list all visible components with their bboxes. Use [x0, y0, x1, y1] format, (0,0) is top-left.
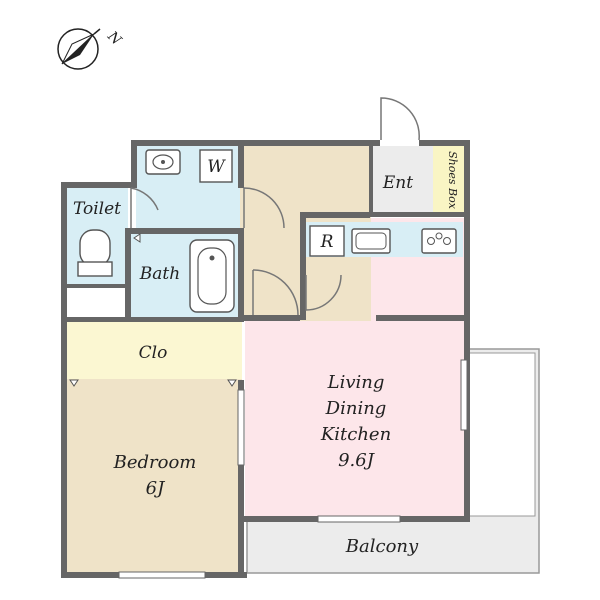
ldk-living-label: Living	[327, 372, 385, 393]
bedroom-size-label: 6J	[146, 478, 166, 499]
bath-label: Bath	[139, 264, 180, 284]
closet-floor	[66, 320, 242, 379]
closet-label: Clo	[139, 343, 168, 363]
fridge-label: R	[320, 232, 334, 252]
balcony-inner-edge	[464, 352, 536, 517]
ldk-dining-label: Dining	[325, 398, 387, 419]
washer-label: W	[207, 157, 226, 177]
shoes-box-label: Shoes Box	[446, 151, 459, 210]
balcony-label: Balcony	[345, 536, 419, 557]
bedroom-floor	[66, 379, 242, 573]
entrance-label: Ent	[382, 173, 413, 193]
washbasin-icon	[145, 149, 181, 175]
toilet-label: Toilet	[73, 199, 121, 219]
bedroom-name-label: Bedroom	[113, 452, 197, 473]
bathtub-icon	[189, 239, 235, 313]
fridge-space	[309, 225, 345, 257]
kitchen-sink-icon	[351, 228, 391, 254]
ldk-size-label: 9.6J	[338, 450, 376, 471]
stove-icon	[421, 228, 457, 254]
shoes-box-fill	[433, 146, 465, 214]
entrance-floor	[371, 146, 433, 214]
toilet-storage	[66, 287, 128, 317]
north-compass-icon	[57, 28, 101, 70]
toilet-bowl-icon	[77, 229, 113, 277]
compass-north-label: N	[103, 28, 124, 49]
doors	[69, 97, 420, 387]
ldk-kitchen-label: Kitchen	[320, 424, 391, 445]
washer-space	[199, 149, 233, 183]
walls	[61, 140, 470, 579]
